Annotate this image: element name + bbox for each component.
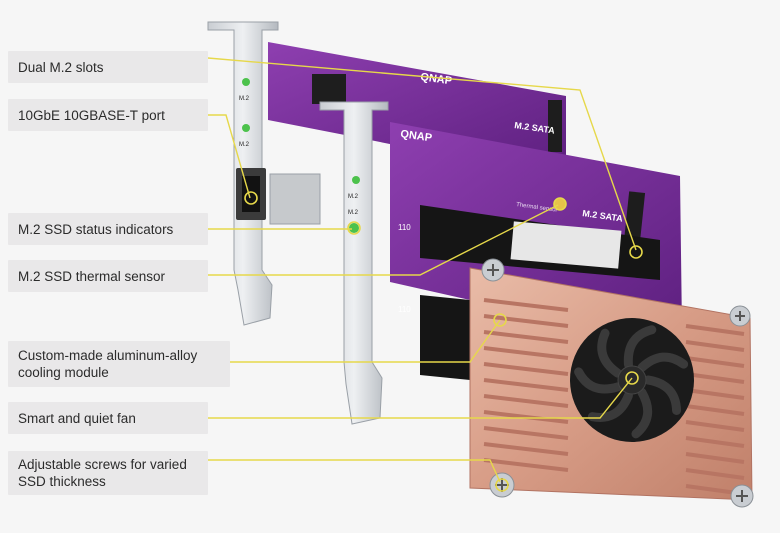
heatsink-fin [483, 410, 569, 424]
thermal-sensor-pad [554, 198, 566, 210]
label-10gbe-port: 10GbE 10GBASE-T port [8, 99, 208, 131]
marker-dual-m2 [629, 245, 643, 259]
heatsink-fin [483, 330, 569, 344]
screw-top-left [481, 258, 505, 282]
back-card-chip [312, 74, 346, 104]
fan-blade [574, 367, 623, 394]
fan-blade [643, 375, 682, 415]
screw-bottom-left [489, 472, 515, 498]
heatsink [469, 258, 754, 508]
label-screws: Adjustable screws for varied SSD thickne… [8, 451, 208, 495]
back-m2-mark-2: M.2 [239, 142, 250, 148]
back-led-2 [242, 124, 250, 132]
front-led-2 [349, 223, 359, 233]
front-led-1 [352, 176, 360, 184]
callout-markers [244, 191, 643, 492]
callout-line-fan [208, 377, 633, 419]
thermal-sensor-text: Thermal sensor [516, 202, 558, 214]
marker-status [347, 221, 361, 235]
front-card-brand: QNAP [400, 128, 433, 144]
size-mark-2: 110 [398, 305, 411, 314]
label-cooling-module: Custom-made aluminum-alloy cooling modul… [8, 341, 230, 387]
fan-blade [631, 388, 653, 439]
marker-port [244, 191, 258, 205]
back-card-pcb [268, 42, 566, 165]
back-card-m2-slot [548, 100, 562, 152]
marker-thermal [553, 197, 567, 211]
fan-blade [623, 325, 657, 369]
heatsink-fin [483, 298, 569, 312]
callout-line-port [208, 114, 251, 199]
back-card-brand: QNAP [420, 71, 453, 87]
marker-screws [495, 478, 509, 492]
callout-lines [207, 57, 637, 483]
fan-blade [597, 328, 623, 378]
screw-bottom-right [730, 484, 754, 508]
heatsink-fin [685, 324, 745, 336]
heatsink-fin [685, 372, 745, 384]
heatsink-fin [685, 420, 745, 432]
ssd-bottom [420, 295, 470, 380]
screw-top-right [729, 305, 751, 327]
back-m2-mark-1: M.2 [239, 96, 250, 102]
heatsink-fin [483, 442, 569, 456]
heatsink-fin [483, 346, 569, 360]
heatsink-fin [685, 340, 745, 352]
marker-cooling [493, 313, 507, 327]
fan-blade [637, 352, 689, 372]
fan-blades [574, 325, 689, 439]
marker-fan [625, 371, 639, 385]
callout-line-screws [208, 459, 501, 483]
heatsink-fin [685, 452, 745, 464]
heatsink-fin [483, 378, 569, 392]
fan-blade [587, 391, 633, 422]
heatsink-fin [685, 468, 745, 480]
heatsink-fin [685, 388, 745, 400]
back-led-1 [242, 78, 250, 86]
label-thermal-sensor: M.2 SSD thermal sensor [8, 260, 208, 292]
heatsink-fin [685, 404, 745, 416]
rj45-housing [269, 173, 321, 225]
heatsink-fin [685, 356, 745, 368]
callout-line-dual-m2 [207, 57, 637, 251]
heatsink-fin [685, 436, 745, 448]
ssd-top-label [510, 221, 622, 269]
label-status-indicators: M.2 SSD status indicators [8, 213, 208, 245]
heatsink-fin [483, 394, 569, 408]
front-bracket [319, 101, 389, 425]
front-m2-mark-1: M.2 [348, 194, 359, 200]
front-m2-mark-2: M.2 [348, 210, 359, 216]
heatsink-fin [483, 426, 569, 440]
callout-line-thermal [208, 204, 559, 276]
callout-line-cooling [230, 319, 501, 363]
heatsink-fins [483, 298, 745, 496]
label-dual-m2-slots: Dual M.2 slots [8, 51, 208, 83]
size-mark-1: 110 [398, 223, 411, 232]
label-fan: Smart and quiet fan [8, 402, 208, 434]
back-card: QNAP M.2 SATA M.2 M.2 [207, 21, 566, 326]
heatsink-fin [483, 458, 569, 472]
heatsink-fin [483, 314, 569, 328]
heatsink-fin [483, 362, 569, 376]
